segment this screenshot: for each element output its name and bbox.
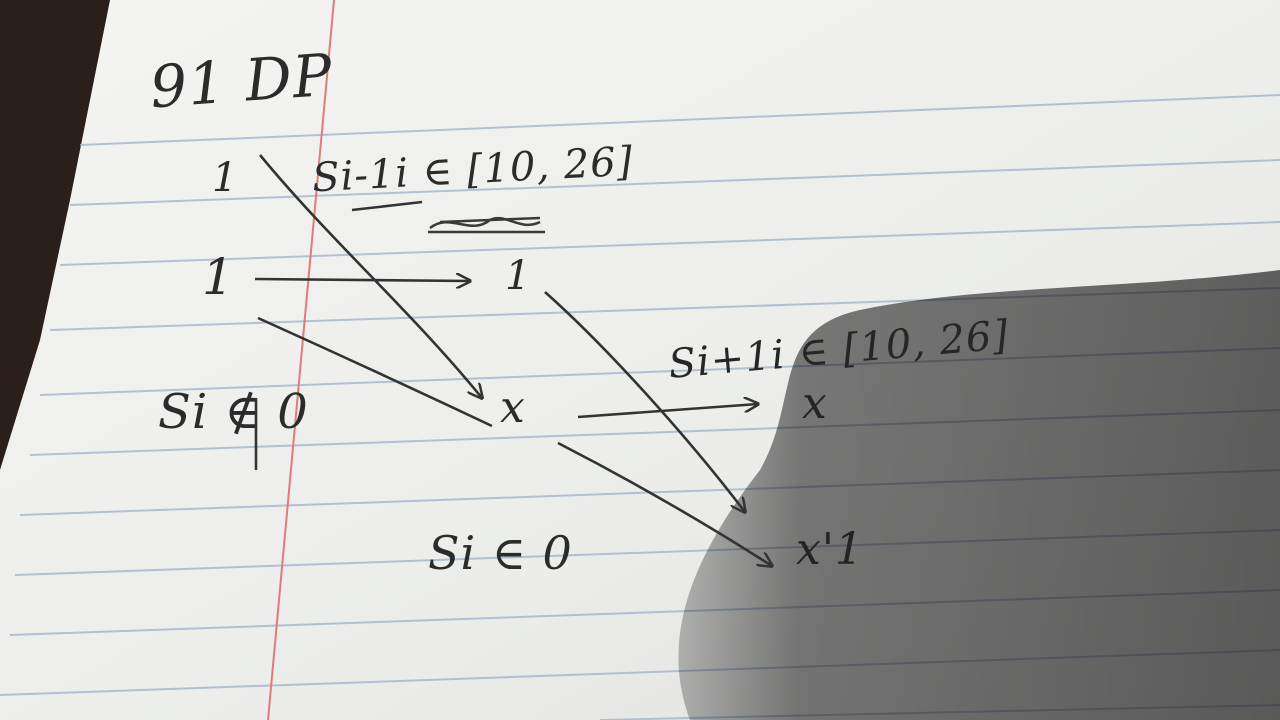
- value-one-right: 1: [505, 253, 532, 299]
- underline-cond-top: [351, 200, 423, 212]
- title-text: 91 DP: [147, 40, 335, 122]
- value-one-mid: 1: [202, 248, 235, 306]
- arrow-one-top-to-x: [258, 154, 482, 398]
- value-x-mid: x: [500, 382, 526, 433]
- value-x-right: x: [802, 378, 828, 429]
- hand-shadow: [678, 270, 1280, 720]
- arrow-one-right-to-xprime: [544, 291, 745, 512]
- arrow-one-mid-to-x: [257, 316, 493, 428]
- arrow-one-mid-to-one: [254, 279, 470, 281]
- margin-line: [267, 0, 335, 720]
- condition-si-bottom: Si ∈ 0: [428, 526, 573, 580]
- scribble-strike: [428, 216, 545, 234]
- arrow-x-to-x: [577, 404, 758, 419]
- arrow-x-to-xprime: [557, 441, 772, 566]
- arrows: [254, 154, 772, 566]
- value-one-top: 1: [212, 155, 239, 201]
- condition-si-left: Si ∉ 0: [158, 384, 309, 440]
- value-x-prime: x'1: [796, 524, 864, 575]
